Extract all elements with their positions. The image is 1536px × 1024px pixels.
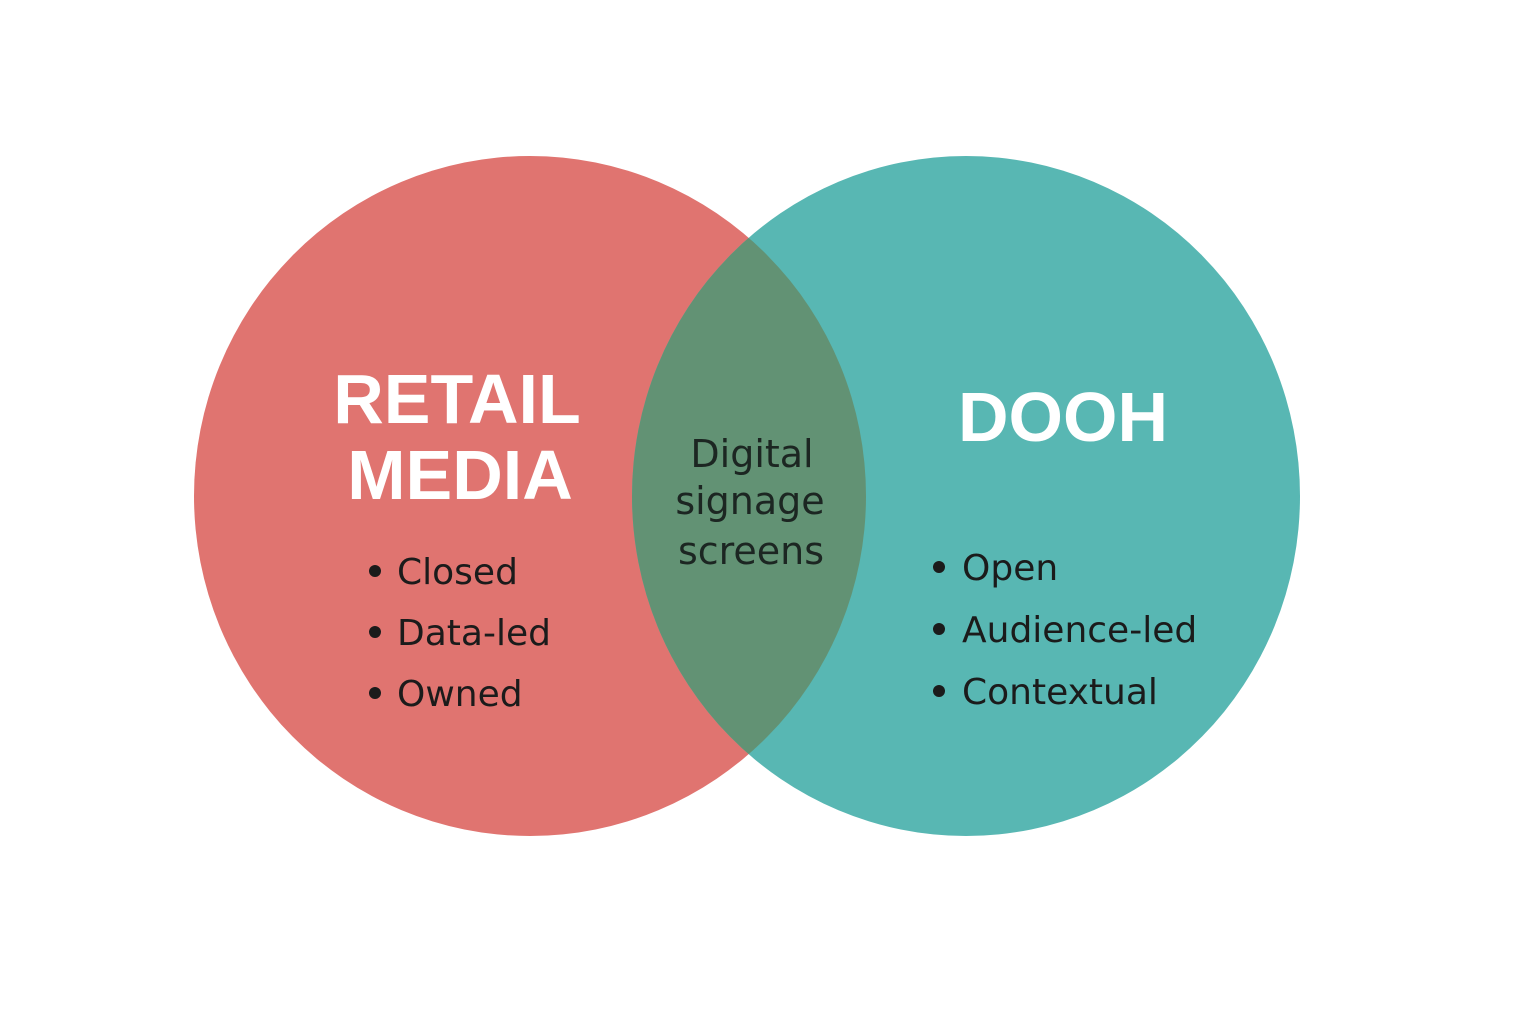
bullet-dot	[933, 623, 945, 635]
dooh-item-open: Open	[962, 548, 1058, 589]
retail-media-item-owned: Owned	[397, 674, 523, 715]
bullet-dot	[369, 626, 381, 638]
bullet-dot	[933, 685, 945, 697]
dooh-item-audience-led: Audience-led	[962, 610, 1197, 651]
intersection-label-line-3: screens	[678, 529, 824, 573]
bullet-dot	[369, 687, 381, 699]
intersection-label-line-1: Digital	[690, 432, 813, 476]
intersection-label-line-2: signage	[675, 479, 824, 523]
dooh-item-contextual: Contextual	[962, 672, 1158, 713]
retail-media-title-line-2: MEDIA	[347, 436, 573, 514]
dooh-title: DOOH	[958, 378, 1168, 456]
bullet-dot	[369, 565, 381, 577]
bullet-dot	[933, 561, 945, 573]
retail-media-item-closed: Closed	[397, 552, 518, 593]
intersection-region	[632, 156, 866, 836]
retail-media-item-data-led: Data-led	[397, 613, 551, 654]
retail-media-title-line-1: RETAIL	[333, 360, 581, 438]
